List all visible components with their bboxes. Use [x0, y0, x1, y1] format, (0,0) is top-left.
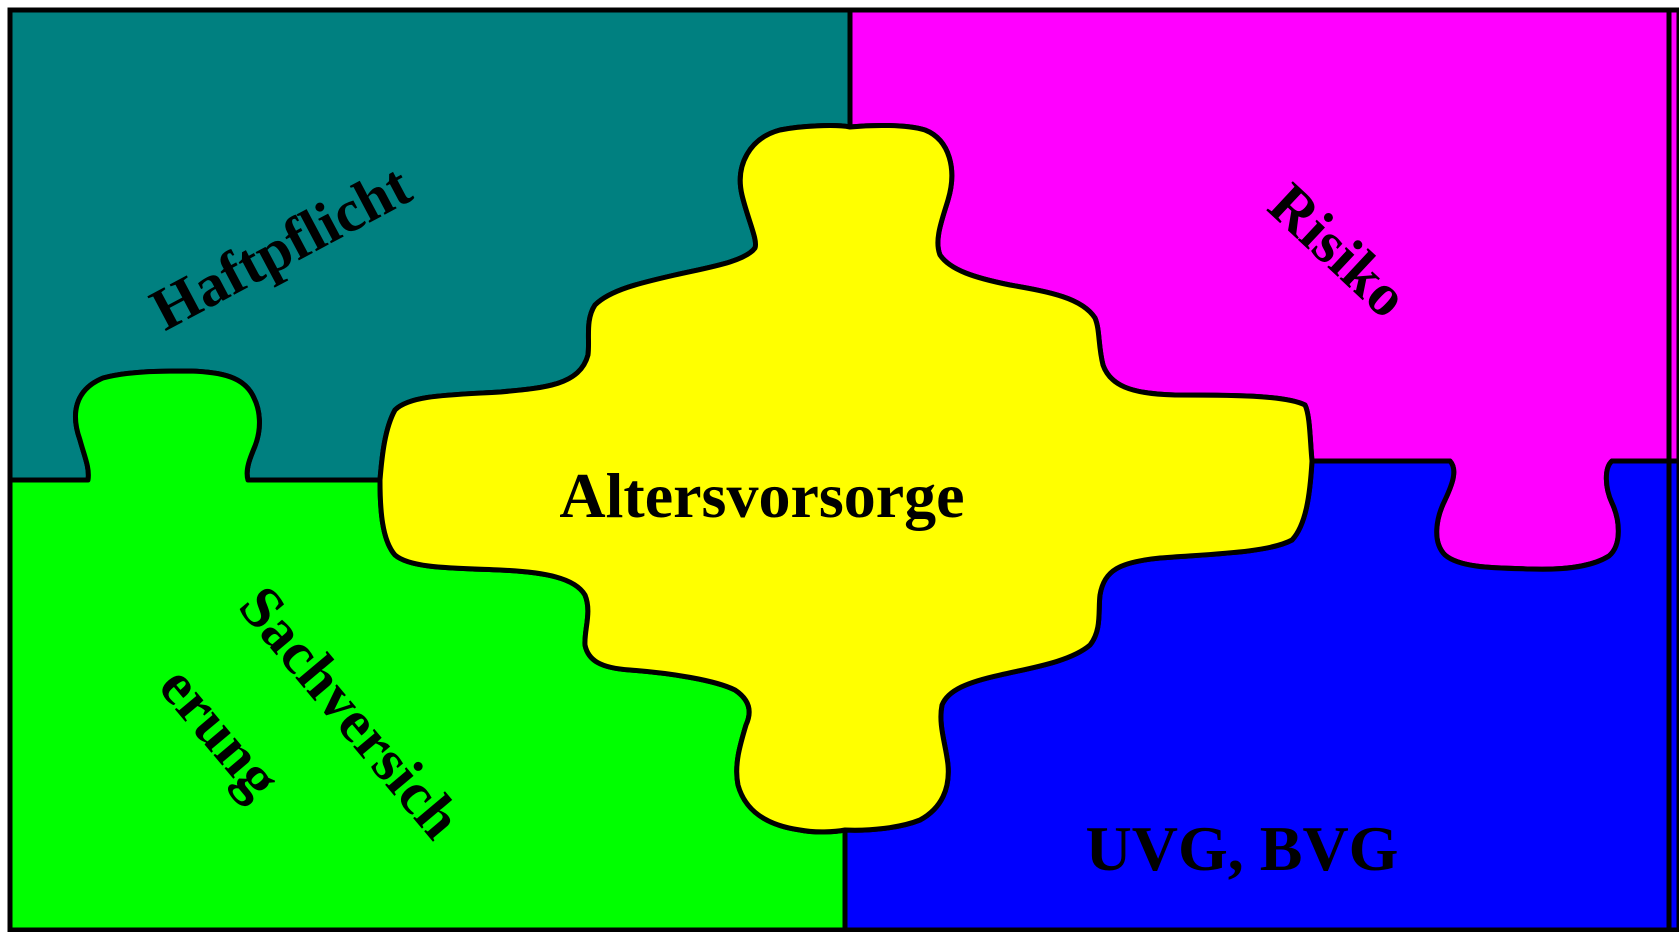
diagram-border — [7, 7, 1672, 932]
label-uvg-bvg: UVG, BVG — [1086, 813, 1399, 884]
puzzle-piece-altersvorsorge — [377, 122, 1315, 835]
label-altersvorsorge: Altersvorsorge — [559, 460, 964, 531]
